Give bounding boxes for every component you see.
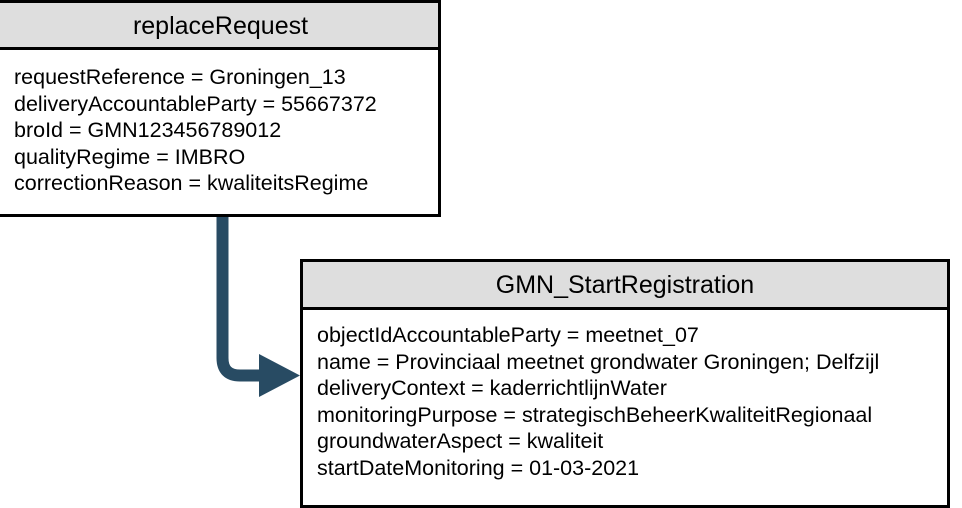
object-box-title: replaceRequest	[0, 3, 438, 50]
attribute-row: correctionReason = kwaliteitsRegime	[14, 171, 369, 195]
attribute-row: name = Provinciaal meetnet grondwater Gr…	[317, 349, 880, 374]
attribute-row: broId = GMN123456789012	[14, 118, 282, 142]
attribute-row: objectIdAccountableParty = meetnet_07	[317, 323, 699, 347]
attribute-row: monitoringPurpose = strategischBeheerKwa…	[317, 402, 873, 427]
attribute-row: startDateMonitoring = 01-03-2021	[317, 455, 640, 480]
attribute-row: requestReference = Groningen_13	[14, 65, 346, 89]
object-box-replace-request[interactable]: replaceRequest requestReference = Gronin…	[0, 0, 441, 217]
object-attribute-list: requestReference = Groningen_13 delivery…	[0, 50, 438, 197]
object-box-title: GMN_StartRegistration	[303, 262, 947, 310]
attribute-row: deliveryContext = kaderrichtlijnWater	[317, 376, 667, 400]
object-attribute-list: objectIdAccountableParty = meetnet_07 na…	[303, 310, 947, 481]
object-box-gmn-start-registration[interactable]: GMN_StartRegistration objectIdAccountabl…	[300, 259, 950, 508]
attribute-row: qualityRegime = IMBRO	[14, 144, 246, 169]
attribute-row: deliveryAccountableParty = 55667372	[14, 91, 377, 116]
elbow-arrow-icon	[216, 216, 300, 397]
attribute-row: groundwaterAspect = kwaliteit	[317, 429, 604, 453]
